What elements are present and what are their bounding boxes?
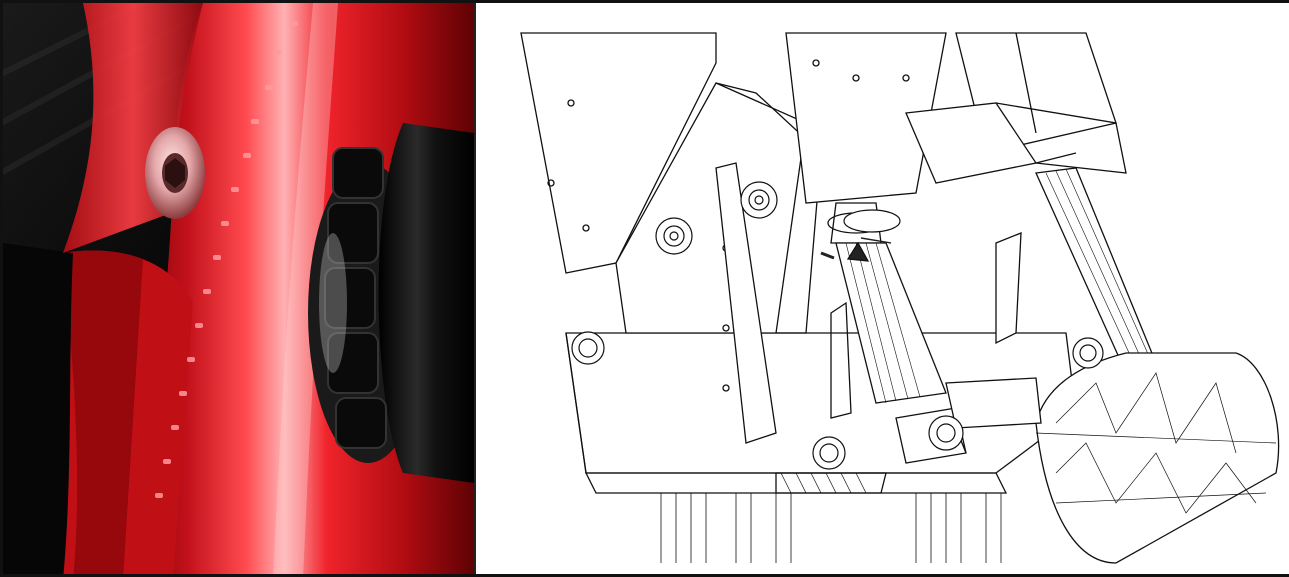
black-knob <box>308 123 474 483</box>
red-arm-photo <box>3 3 474 574</box>
knurled-knobs <box>571 181 1104 470</box>
photo-panel <box>3 3 474 574</box>
drawing-panel <box>474 3 1289 574</box>
screw-head <box>145 127 205 219</box>
mount-line-drawing <box>520 32 1280 564</box>
